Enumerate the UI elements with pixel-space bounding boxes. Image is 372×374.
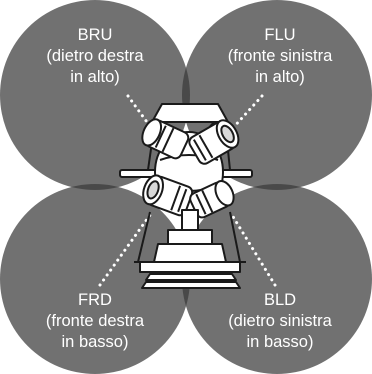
capsule-description-cont: in alto) — [70, 68, 120, 86]
capsule-description-cont: in basso) — [246, 333, 314, 351]
capsule-code: FLU — [264, 26, 296, 44]
lobe-bld — [182, 184, 372, 374]
capsule-description: (dietro destra — [46, 47, 144, 65]
capsule-label-bld: BLD (dietro sinistra in basso) — [205, 290, 355, 353]
capsule-label-flu: FLU (fronte sinistra in alto) — [205, 25, 355, 88]
capsule-code: BLD — [263, 291, 297, 309]
lobe-frd — [0, 184, 190, 374]
capsule-label-bru: BRU (dietro destra in alto) — [20, 25, 170, 88]
leader-line-frd — [98, 213, 152, 287]
capsule-description: (dietro sinistra — [228, 312, 332, 330]
capsule-description-cont: in alto) — [255, 68, 305, 86]
capsule-code: FRD — [78, 291, 112, 309]
capsule-description: (fronte destra — [45, 312, 145, 330]
capsule-code: BRU — [77, 26, 113, 44]
capsule-description-cont: in basso) — [61, 333, 129, 351]
leader-line-bld — [230, 213, 277, 287]
capsule-label-frd: FRD (fronte destra in basso) — [20, 290, 170, 353]
capsule-description: (fronte sinistra — [227, 47, 333, 65]
ambisonic-microphone-icon — [119, 103, 253, 289]
